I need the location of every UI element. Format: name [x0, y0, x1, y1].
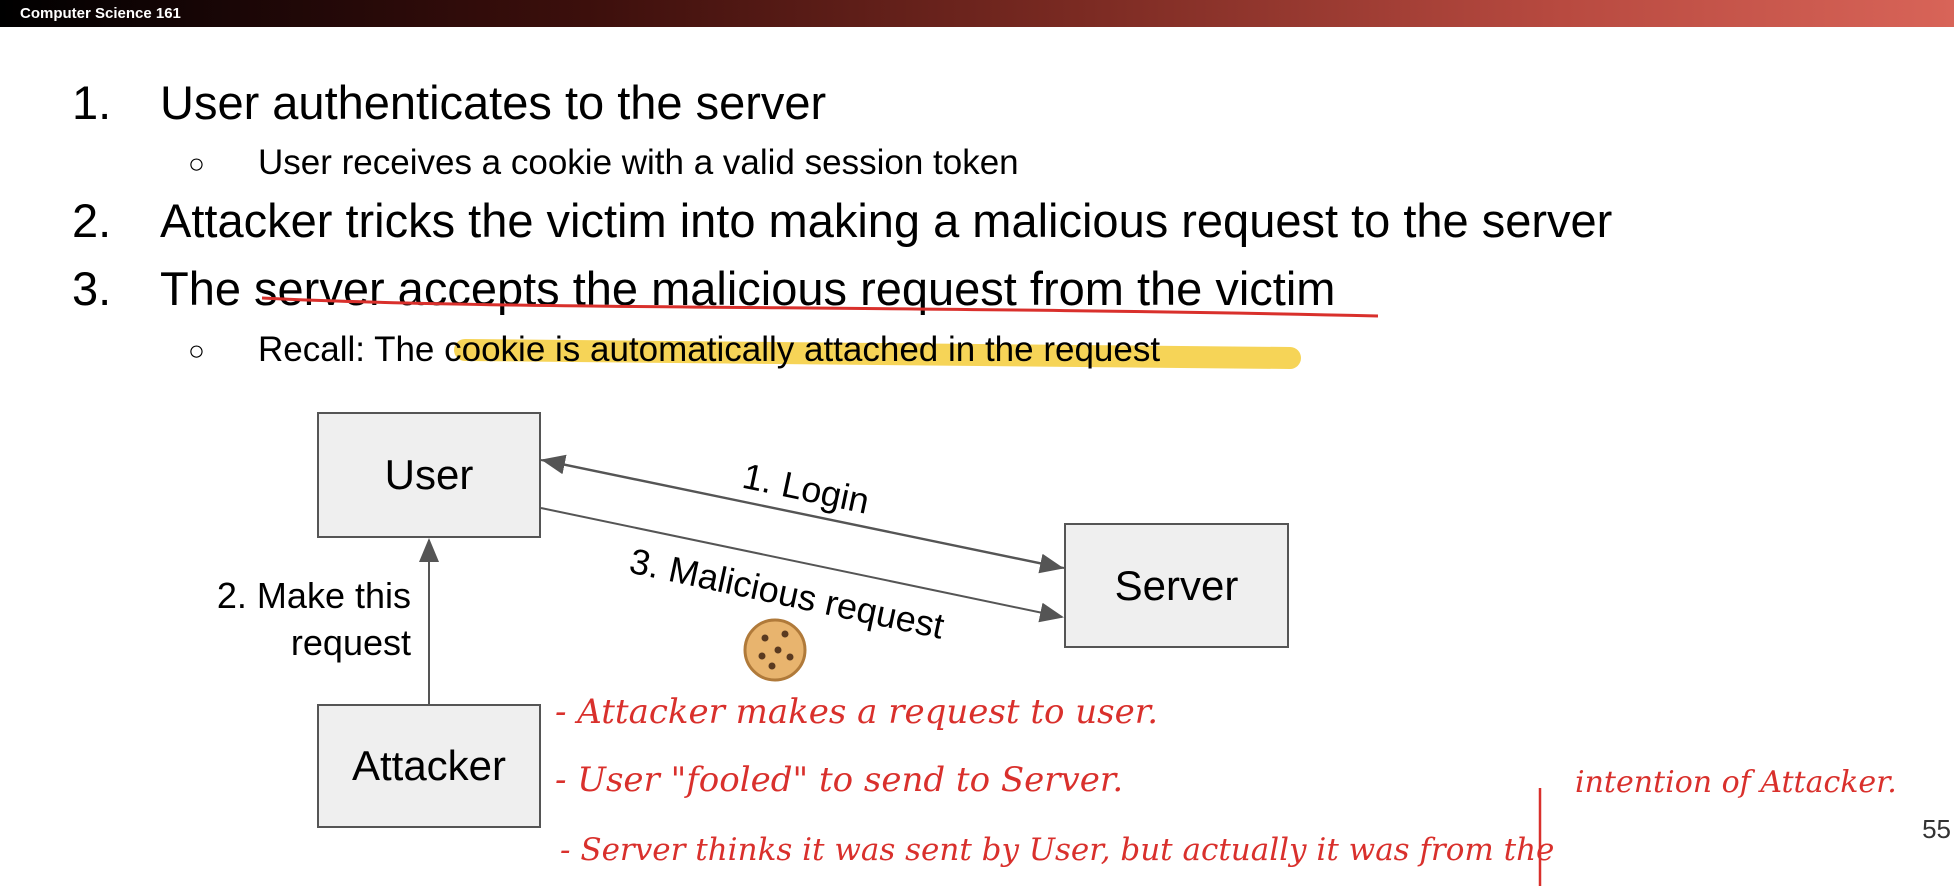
highlight-stroke — [454, 339, 1301, 369]
item-1-number: 1. — [72, 76, 112, 129]
handwritten-note-3: - Server thinks it was sent by User, but… — [560, 832, 1555, 868]
red-underline — [261, 296, 1379, 318]
item-3-text: The server accepts the malicious request… — [160, 264, 1335, 314]
server-box: Server — [1064, 523, 1289, 648]
item-3-sub: Recall: The cookie is automatically atta… — [258, 331, 1160, 369]
item-2-text: Attacker tricks the victim into making a… — [160, 194, 1613, 247]
item-2-number: 2. — [72, 194, 112, 247]
make-request-label-line1: 2. Make this — [216, 575, 411, 616]
malicious-request-arrow — [540, 507, 1064, 623]
make-request-label-line2: request — [290, 622, 411, 663]
user-label: User — [384, 451, 474, 498]
user-box: User — [317, 412, 541, 538]
handwritten-note-2: - User "fooled" to send to Server. — [555, 760, 1124, 800]
server-label: Server — [1114, 561, 1239, 609]
item-3-number: 3. — [72, 262, 112, 315]
item-3-prefix: The — [160, 262, 255, 315]
sub-bullet-3: ○ — [188, 335, 205, 366]
header-bar: Computer Science 161 — [0, 0, 1954, 27]
course-title: Computer Science 161 — [20, 5, 181, 22]
attacker-label: Attacker — [351, 742, 507, 789]
handwritten-note-4: intention of Attacker. — [1575, 765, 1897, 800]
handwritten-note-1: - Attacker makes a request to user. — [555, 692, 1159, 732]
item-3-sub-prefix: Recall: The — [258, 330, 445, 369]
item-3-underlined: server accepts the malicious request fro… — [254, 262, 1336, 315]
attacker-box: Attacker — [317, 704, 541, 828]
page-number: 55 — [1922, 814, 1951, 844]
item-1-sub: User receives a cookie with a valid sess… — [258, 143, 1019, 182]
sub-bullet-1: ○ — [188, 148, 205, 179]
login-arrow-return — [540, 459, 1064, 574]
cookie-icon — [743, 618, 807, 682]
item-1-text: User authenticates to the server — [160, 76, 827, 129]
item-3-sub-highlighted: cookie is automatically attached in the … — [444, 330, 1161, 369]
